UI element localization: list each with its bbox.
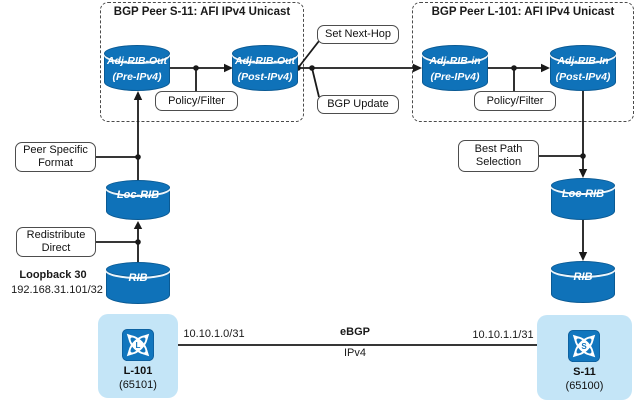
rib-name: Adj-RIB-Out: [106, 54, 168, 67]
rib-stage: (Post-IPv4): [237, 70, 293, 83]
cylinder-top-ellipse: [550, 45, 616, 62]
rib-stage: (Post-IPv4): [555, 70, 611, 83]
link-protocol-label: eBGP: [340, 326, 370, 338]
cylinder-top-ellipse: [106, 262, 170, 277]
cylinder-rib-l101: RIB: [551, 261, 615, 303]
cylinder-top-ellipse: [104, 45, 170, 62]
device-name: S-11: [573, 366, 596, 378]
link-to-set-next-hop: [297, 40, 320, 69]
cylinder-adj-rib-out-post: Adj-RIB-Out (Post-IPv4): [232, 45, 298, 91]
step-policy-filter-s11: Policy/Filter: [155, 91, 238, 111]
loopback-prefix-label: 192.168.31.101/32: [11, 284, 103, 296]
cylinder-adj-rib-in-post: Adj-RIB-In (Post-IPv4): [550, 45, 616, 91]
peer-group-s11-title: BGP Peer S-11: AFI IPv4 Unicast: [113, 6, 291, 18]
device-l101: L L-101 (65101): [98, 314, 178, 398]
rib-name: Adj-RIB-in: [429, 54, 481, 67]
cylinder-label: Adj-RIB-in (Pre-IPv4): [422, 45, 488, 91]
step-policy-filter-l101: Policy/Filter: [474, 91, 556, 111]
arrow-out-post-to-in-pre: [295, 40, 422, 98]
step-redistribute-direct: Redistribute Direct: [16, 227, 96, 257]
link-ip-right-label: 10.10.1.1/31: [472, 329, 534, 341]
leaf-switch-icon: L: [122, 329, 154, 361]
cylinder-top-ellipse: [551, 261, 615, 276]
cylinder-label: Adj-RIB-Out (Pre-IPv4): [104, 45, 170, 91]
cylinder-label: RIB: [106, 262, 170, 304]
cylinder-rib-s11: RIB: [106, 262, 170, 304]
cylinder-label: Adj-RIB-Out (Post-IPv4): [232, 45, 298, 91]
cylinder-label: Loc-RIB: [551, 178, 615, 220]
step-bgp-update: BGP Update: [317, 95, 399, 114]
rib-name: Adj-RIB-In: [557, 54, 609, 67]
arrow-in-post-to-loc-rib: [539, 91, 588, 178]
device-s11: S S-11 (65100): [537, 315, 632, 400]
cylinder-label: RIB: [551, 261, 615, 303]
cylinder-top-ellipse: [232, 45, 298, 62]
rib-name: Loc-RIB: [561, 188, 605, 200]
link-to-bgp-update: [311, 67, 320, 98]
arrow-loc-rib-to-rib-right: [578, 220, 588, 261]
cylinder-label: Adj-RIB-In (Post-IPv4): [550, 45, 616, 91]
device-asn: (65101): [119, 379, 157, 391]
arrow-in-pre-to-in-post: [488, 63, 550, 91]
step-peer-specific-format: Peer Specific Format: [15, 142, 96, 172]
rib-stage: (Pre-IPv4): [430, 70, 480, 83]
link-ip-left-label: 10.10.1.0/31: [183, 328, 245, 340]
step-set-next-hop: Set Next-Hop: [317, 25, 399, 44]
cylinder-top-ellipse: [551, 178, 615, 193]
rib-name: Adj-RIB-Out: [234, 54, 296, 67]
peer-group-l101: BGP Peer L-101: AFI IPv4 Unicast: [412, 2, 634, 122]
device-asn: (65100): [565, 380, 604, 392]
device-letter: S: [581, 342, 587, 351]
peer-group-l101-title: BGP Peer L-101: AFI IPv4 Unicast: [431, 6, 615, 18]
arrow-out-pre-to-post: [170, 63, 233, 91]
cylinder-adj-rib-in-pre: Adj-RIB-in (Pre-IPv4): [422, 45, 488, 91]
step-best-path-selection: Best Path Selection: [458, 140, 539, 172]
cylinder-label: Loc-RIB: [106, 180, 170, 220]
arrow-rib-to-loc-rib-left: [96, 221, 143, 262]
cylinder-loc-rib-s11: Loc-RIB: [106, 180, 170, 220]
device-name: L-101: [123, 365, 153, 377]
device-letter: L: [136, 341, 141, 350]
rib-name: RIB: [128, 272, 148, 284]
cylinder-adj-rib-out-pre: Adj-RIB-Out (Pre-IPv4): [104, 45, 170, 91]
loopback-interface-label: Loopback 30: [19, 269, 87, 281]
rib-stage: (Pre-IPv4): [112, 70, 162, 83]
link-afi-label: IPv4: [343, 347, 366, 359]
rib-name: Loc-RIB: [116, 189, 160, 201]
cylinder-loc-rib-l101: Loc-RIB: [551, 178, 615, 220]
rib-name: RIB: [573, 271, 593, 283]
spine-switch-icon: S: [568, 330, 600, 362]
arrow-loc-rib-to-out-pre: [96, 91, 143, 180]
cylinder-top-ellipse: [106, 180, 170, 195]
cylinder-top-ellipse: [422, 45, 488, 62]
